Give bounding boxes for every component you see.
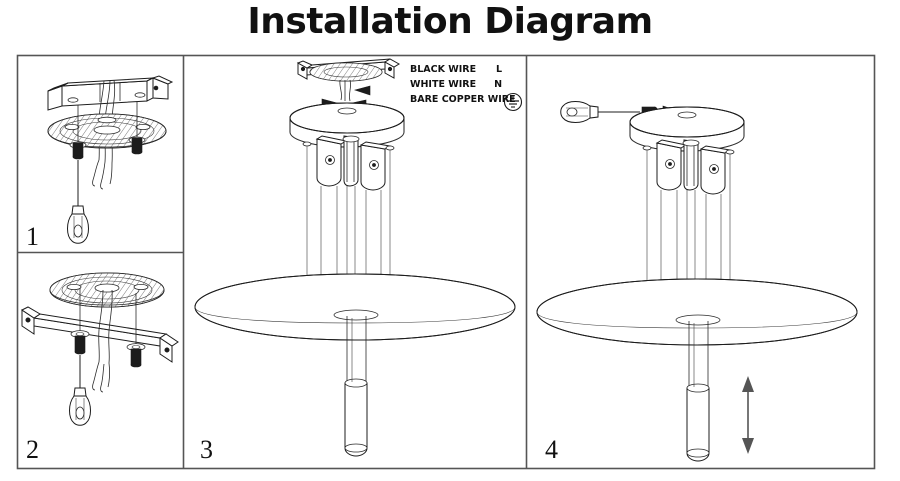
mounting-screws — [70, 288, 146, 368]
height-adjust-arrow — [742, 376, 754, 454]
screwdriver — [67, 160, 89, 244]
panel-number-3: 3 — [200, 435, 213, 464]
pendant-tube — [675, 314, 721, 462]
screwdriver — [69, 355, 91, 426]
canopy — [289, 102, 405, 148]
round-mounting-plate — [49, 272, 165, 308]
legend-label-bare-copper-wire: BARE COPPER WIRE — [410, 94, 516, 105]
legend-row-white-wire: WHITE WIRE N — [410, 79, 502, 90]
cable-grippers — [642, 139, 735, 195]
cable-grippers — [302, 135, 395, 191]
legend-label-black-wire: BLACK WIRE — [410, 64, 477, 75]
panel-3-artwork — [194, 58, 516, 457]
legend-label-white-wire: WHITE WIRE — [410, 79, 477, 90]
panel-number-4: 4 — [545, 435, 558, 464]
legend-code-white-wire: N — [494, 79, 503, 90]
round-mounting-plate — [47, 113, 167, 149]
legend-row-bare-copper-wire: BARE COPPER WIRE — [410, 94, 516, 105]
pendant-tube — [333, 309, 379, 457]
panel-2-artwork — [21, 272, 179, 426]
panel-1-artwork — [47, 75, 174, 244]
legend-row-black-wire: BLACK WIRE L — [410, 64, 502, 75]
crossbar-bracket — [296, 58, 400, 82]
screwdriver — [560, 101, 640, 123]
electrical-wires — [92, 289, 113, 393]
panel-number-2: 2 — [26, 435, 39, 464]
disc-shade — [536, 278, 858, 346]
junction-box — [47, 75, 174, 111]
crossbar-bracket — [21, 306, 179, 363]
panel-4-artwork — [536, 101, 858, 462]
legend-code-black-wire: L — [496, 64, 503, 75]
ground-symbol-icon — [503, 92, 523, 112]
page-title: Installation Diagram — [247, 1, 653, 42]
panel-number-1: 1 — [26, 222, 39, 251]
mounting-screws — [69, 101, 146, 160]
disc-shade — [194, 273, 516, 341]
panel-frame — [16, 54, 876, 470]
